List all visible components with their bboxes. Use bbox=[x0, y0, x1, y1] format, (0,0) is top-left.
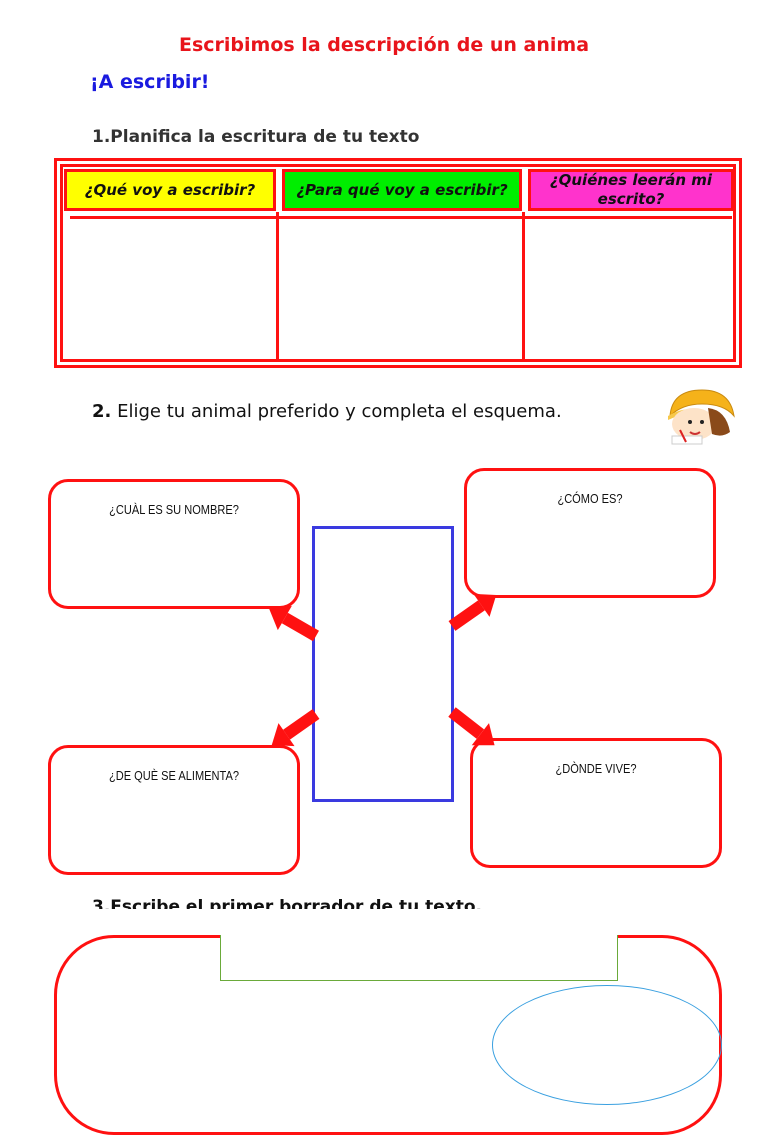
box-habitat[interactable]: ¿DÒNDE VIVE? bbox=[470, 738, 722, 868]
arrow-icon bbox=[269, 605, 319, 642]
planning-table bbox=[54, 158, 742, 368]
box-name-label: ¿CUÀL ES SU NOMBRE? bbox=[109, 502, 239, 517]
table-header-what: ¿Qué voy a escribir? bbox=[64, 169, 276, 211]
arrow-icon bbox=[448, 707, 495, 746]
section2-instruction: 2. Elige tu animal preferido y completa … bbox=[92, 401, 562, 422]
page-title: Escribimos la descripción de un anima bbox=[178, 34, 590, 56]
scheme-arrows bbox=[269, 593, 497, 747]
planning-table-inner bbox=[60, 164, 736, 362]
box-habitat-label: ¿DÒNDE VIVE? bbox=[555, 761, 637, 776]
table-column-divider bbox=[276, 212, 279, 362]
table-divider bbox=[70, 216, 732, 219]
table-header-why: ¿Para qué voy a escribir? bbox=[282, 169, 522, 211]
section3-heading: 3.Escribe el primer borrador de tu texto… bbox=[92, 897, 483, 909]
section2-number: 2. bbox=[92, 401, 112, 422]
box-food-label: ¿DE QUÈ SE ALIMENTA? bbox=[109, 768, 239, 783]
box-name[interactable]: ¿CUÀL ES SU NOMBRE? bbox=[48, 479, 300, 609]
draft-title-box[interactable] bbox=[220, 935, 618, 981]
box-food[interactable]: ¿DE QUÈ SE ALIMENTA? bbox=[48, 745, 300, 875]
child-writing-illustration bbox=[668, 389, 735, 445]
box-appearance[interactable]: ¿CÓMO ES? bbox=[464, 468, 716, 598]
section1-heading: 1.Planifica la escritura de tu texto bbox=[92, 127, 420, 147]
section2-text: Elige tu animal preferido y completa el … bbox=[117, 401, 562, 422]
table-header-who: ¿Quiénes leerán mi escrito? bbox=[528, 169, 734, 211]
center-animal-box[interactable] bbox=[312, 526, 454, 802]
page-subtitle: ¡A escribir! bbox=[90, 71, 210, 93]
box-appearance-label: ¿CÓMO ES? bbox=[557, 491, 623, 506]
draft-oval bbox=[492, 985, 722, 1105]
arrow-icon bbox=[271, 709, 320, 747]
arrow-icon bbox=[448, 593, 497, 631]
table-column-divider bbox=[522, 212, 525, 362]
